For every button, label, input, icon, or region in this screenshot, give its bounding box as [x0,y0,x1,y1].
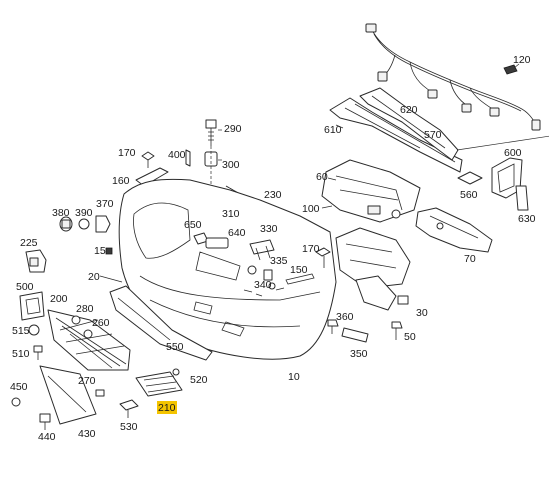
callout-360: 360 [336,311,354,323]
callout-520: 520 [190,374,208,386]
callout-290: 290 [224,123,242,135]
callout-120: 120 [513,54,531,66]
callout-170-b: 170 [302,243,320,255]
crossmember-part [321,159,493,311]
callout-400: 400 [168,149,186,161]
callout-160: 160 [112,175,130,187]
callout-515: 515 [12,325,30,337]
callout-230: 230 [264,189,282,201]
callout-60: 60 [316,171,328,183]
callout-620: 620 [400,104,418,116]
callout-340: 340 [254,279,272,291]
callout-350: 350 [350,348,368,360]
callout-510: 510 [12,348,30,360]
callout-370: 370 [96,198,114,210]
callout-20: 20 [88,271,100,283]
callout-330: 330 [260,223,278,235]
lower-grille-parts [109,285,213,397]
side-bracket-part [457,157,529,211]
callout-15: 15 [94,245,106,257]
clip-parts [135,149,191,187]
callout-210: 210 [158,402,176,414]
callout-150: 150 [290,264,308,276]
callout-610: 610 [324,124,342,136]
callout-550: 550 [166,341,184,353]
callout-440: 440 [38,431,56,443]
sensor-parts [59,215,111,233]
callout-50: 50 [404,331,416,343]
callout-10: 10 [288,371,300,383]
callout-640: 640 [228,227,246,239]
callout-650: 650 [184,219,202,231]
callout-530: 530 [120,421,138,433]
callout-500: 500 [16,281,34,293]
callout-430: 430 [78,428,96,440]
center-parts [193,232,331,290]
callout-560: 560 [460,189,478,201]
callout-390: 390 [75,207,93,219]
bumper-cover-part [118,178,337,360]
callout-200: 200 [50,293,68,305]
callout-70: 70 [464,253,476,265]
callout-280: 280 [76,303,94,315]
callout-270: 270 [78,375,96,387]
callout-225: 225 [20,237,38,249]
left-parts [19,291,131,371]
callout-380: 380 [52,207,70,219]
upper-rail-part [329,87,463,173]
callout-labels: 120 620 610 570 290 170 400 300 160 600 … [10,54,536,443]
callout-260: 260 [92,317,110,329]
callout-450: 450 [10,381,28,393]
callout-310: 310 [222,208,240,220]
small-fastener-parts [25,247,123,283]
callout-630: 630 [518,213,536,225]
callout-210-highlight [157,401,177,414]
right-fastener-parts [327,295,409,343]
callout-170-a: 170 [118,147,136,159]
callout-30: 30 [416,307,428,319]
callout-570: 570 [424,129,442,141]
callout-100: 100 [302,203,320,215]
callout-300: 300 [222,159,240,171]
callout-335: 335 [270,255,288,267]
callout-600: 600 [504,147,522,159]
bottom-fastener-parts [11,345,139,430]
